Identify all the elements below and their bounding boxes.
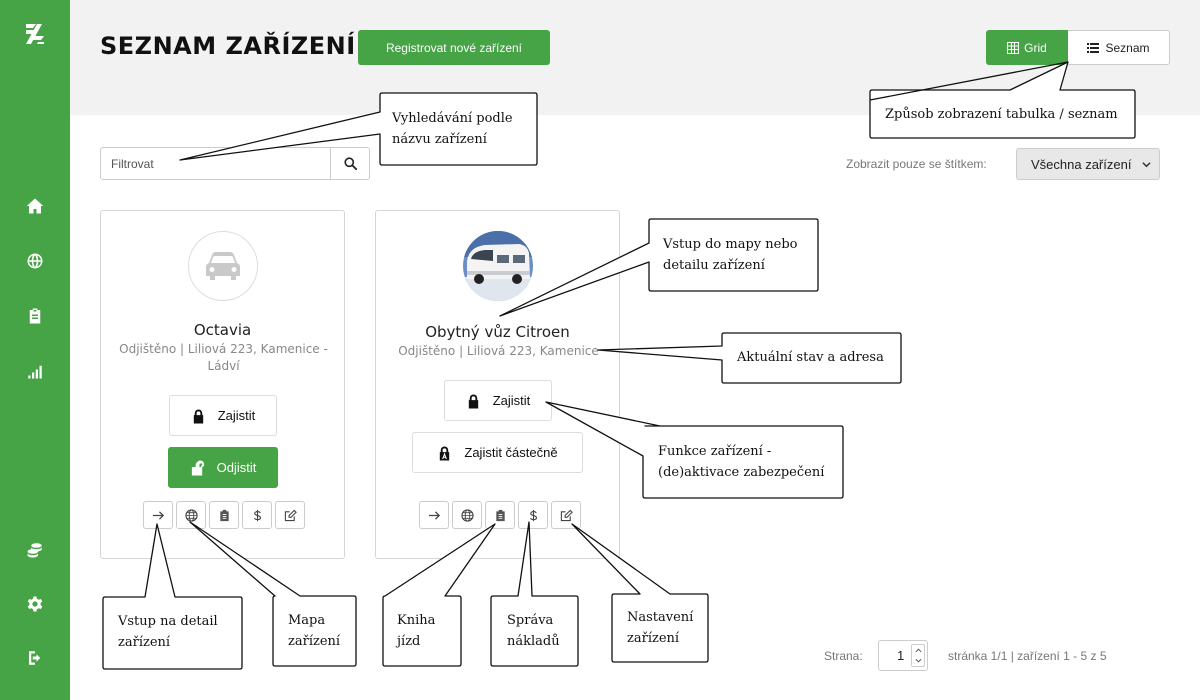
chevron-down-icon	[1142, 162, 1151, 168]
view-toggle: Grid Seznam	[986, 30, 1170, 65]
lock-partial-icon	[440, 445, 450, 460]
sidebar-item-statistics[interactable]	[0, 357, 70, 385]
sidebar	[0, 0, 70, 700]
search-input[interactable]	[101, 148, 330, 179]
page-header: SEZNAM ZAŘÍZENÍ Registrovat nové zařízen…	[70, 0, 1200, 115]
callout-state-text: Aktuální stav a adresa	[737, 350, 884, 365]
gear-icon	[27, 596, 43, 612]
edit-icon	[560, 509, 573, 521]
globe-icon	[184, 508, 198, 522]
secure-button[interactable]: Zajistit	[444, 380, 552, 421]
device-card: Octavia Odjištěno | Liliová 223, Kamenic…	[100, 210, 345, 559]
page-stepper-arrows[interactable]	[911, 644, 925, 667]
logo-icon[interactable]	[0, 20, 70, 48]
register-device-button[interactable]: Registrovat nové zařízení	[358, 30, 550, 65]
costs-button[interactable]	[518, 501, 548, 529]
sidebar-item-home[interactable]	[0, 192, 70, 220]
signal-icon	[28, 365, 42, 379]
lock-icon	[193, 408, 203, 423]
sidebar-item-costs[interactable]	[0, 536, 70, 564]
chevron-up-icon[interactable]	[915, 648, 922, 653]
secure-partial-button[interactable]: Zajistit částečně	[412, 432, 583, 473]
device-status: Odjištěno | Liliová 223, Kamenice	[398, 344, 599, 358]
device-status: Odjištěno | Liliová 223, Kamenice - Ládv…	[119, 342, 328, 373]
dollar-icon	[529, 509, 537, 521]
search-icon	[343, 157, 357, 170]
device-card: Obytný vůz Citroen Odjištěno | Liliová 2…	[375, 210, 620, 559]
sidebar-item-logbook[interactable]	[0, 302, 70, 330]
sidebar-item-settings[interactable]	[0, 590, 70, 618]
arrow-right-icon	[428, 510, 440, 520]
secure-label: Zajistit	[492, 393, 531, 408]
clipboard-icon	[29, 308, 41, 324]
home-icon	[26, 198, 44, 214]
card-actions	[419, 501, 581, 529]
arrow-right-icon	[152, 510, 164, 520]
view-list-button[interactable]: Seznam	[1068, 30, 1170, 65]
pagination-info: stránka 1/1 | zařízení 1 - 5 z 5	[948, 649, 1107, 663]
card-actions	[143, 501, 305, 529]
page-number: 1	[897, 648, 905, 663]
detail-button[interactable]	[419, 501, 449, 529]
page-title: SEZNAM ZAŘÍZENÍ	[100, 32, 356, 60]
lock-icon	[468, 393, 478, 408]
search-group	[100, 147, 370, 180]
coins-icon	[27, 543, 42, 558]
vehicle-photo	[463, 231, 533, 301]
view-list-label: Seznam	[1105, 40, 1150, 55]
secure-button[interactable]: Zajistit	[169, 395, 277, 436]
callout-functions-text: Funkce zařízení -(de)aktivace zabezpečen…	[658, 444, 825, 480]
unlock-icon	[191, 460, 204, 475]
logout-icon	[29, 651, 41, 665]
globe-icon	[460, 508, 474, 522]
device-name[interactable]: Obytný vůz Citroen	[425, 323, 570, 341]
view-grid-button[interactable]: Grid	[986, 30, 1068, 65]
secure-label: Zajistit	[217, 408, 256, 423]
dollar-icon	[253, 509, 261, 521]
grid-icon	[1007, 41, 1020, 54]
avatar	[188, 231, 258, 301]
edit-icon	[284, 509, 297, 521]
callout-view-text: Způsob zobrazení tabulka / seznam	[885, 107, 1118, 122]
map-button[interactable]	[452, 501, 482, 529]
clipboard-icon	[495, 509, 505, 521]
tag-filter-select[interactable]: Všechna zařízení	[1016, 148, 1160, 180]
unsecure-button[interactable]: Odjistit	[168, 447, 278, 488]
car-icon	[206, 252, 240, 280]
search-button[interactable]	[330, 148, 369, 179]
globe-icon	[27, 253, 43, 269]
chevron-down-icon[interactable]	[915, 658, 922, 663]
avatar	[463, 231, 533, 301]
secure-partial-label: Zajistit částečně	[464, 445, 558, 460]
tag-filter-value: Všechna zařízení	[1031, 156, 1132, 172]
sidebar-item-map[interactable]	[0, 247, 70, 275]
device-name[interactable]: Octavia	[193, 321, 252, 339]
view-grid-label: Grid	[1024, 40, 1047, 55]
clipboard-icon	[219, 509, 229, 521]
sidebar-item-logout[interactable]	[0, 644, 70, 672]
page-stepper[interactable]: 1	[878, 640, 928, 671]
detail-button[interactable]	[143, 501, 173, 529]
list-icon	[1087, 42, 1100, 53]
unsecure-label: Odjistit	[216, 460, 257, 475]
tag-filter-label: Zobrazit pouze se štítkem:	[846, 157, 987, 171]
logbook-button[interactable]	[485, 501, 515, 529]
logbook-button[interactable]	[209, 501, 239, 529]
settings-button[interactable]	[275, 501, 305, 529]
settings-button[interactable]	[551, 501, 581, 529]
pagination-label: Strana:	[824, 649, 863, 663]
costs-button[interactable]	[242, 501, 272, 529]
map-button[interactable]	[176, 501, 206, 529]
